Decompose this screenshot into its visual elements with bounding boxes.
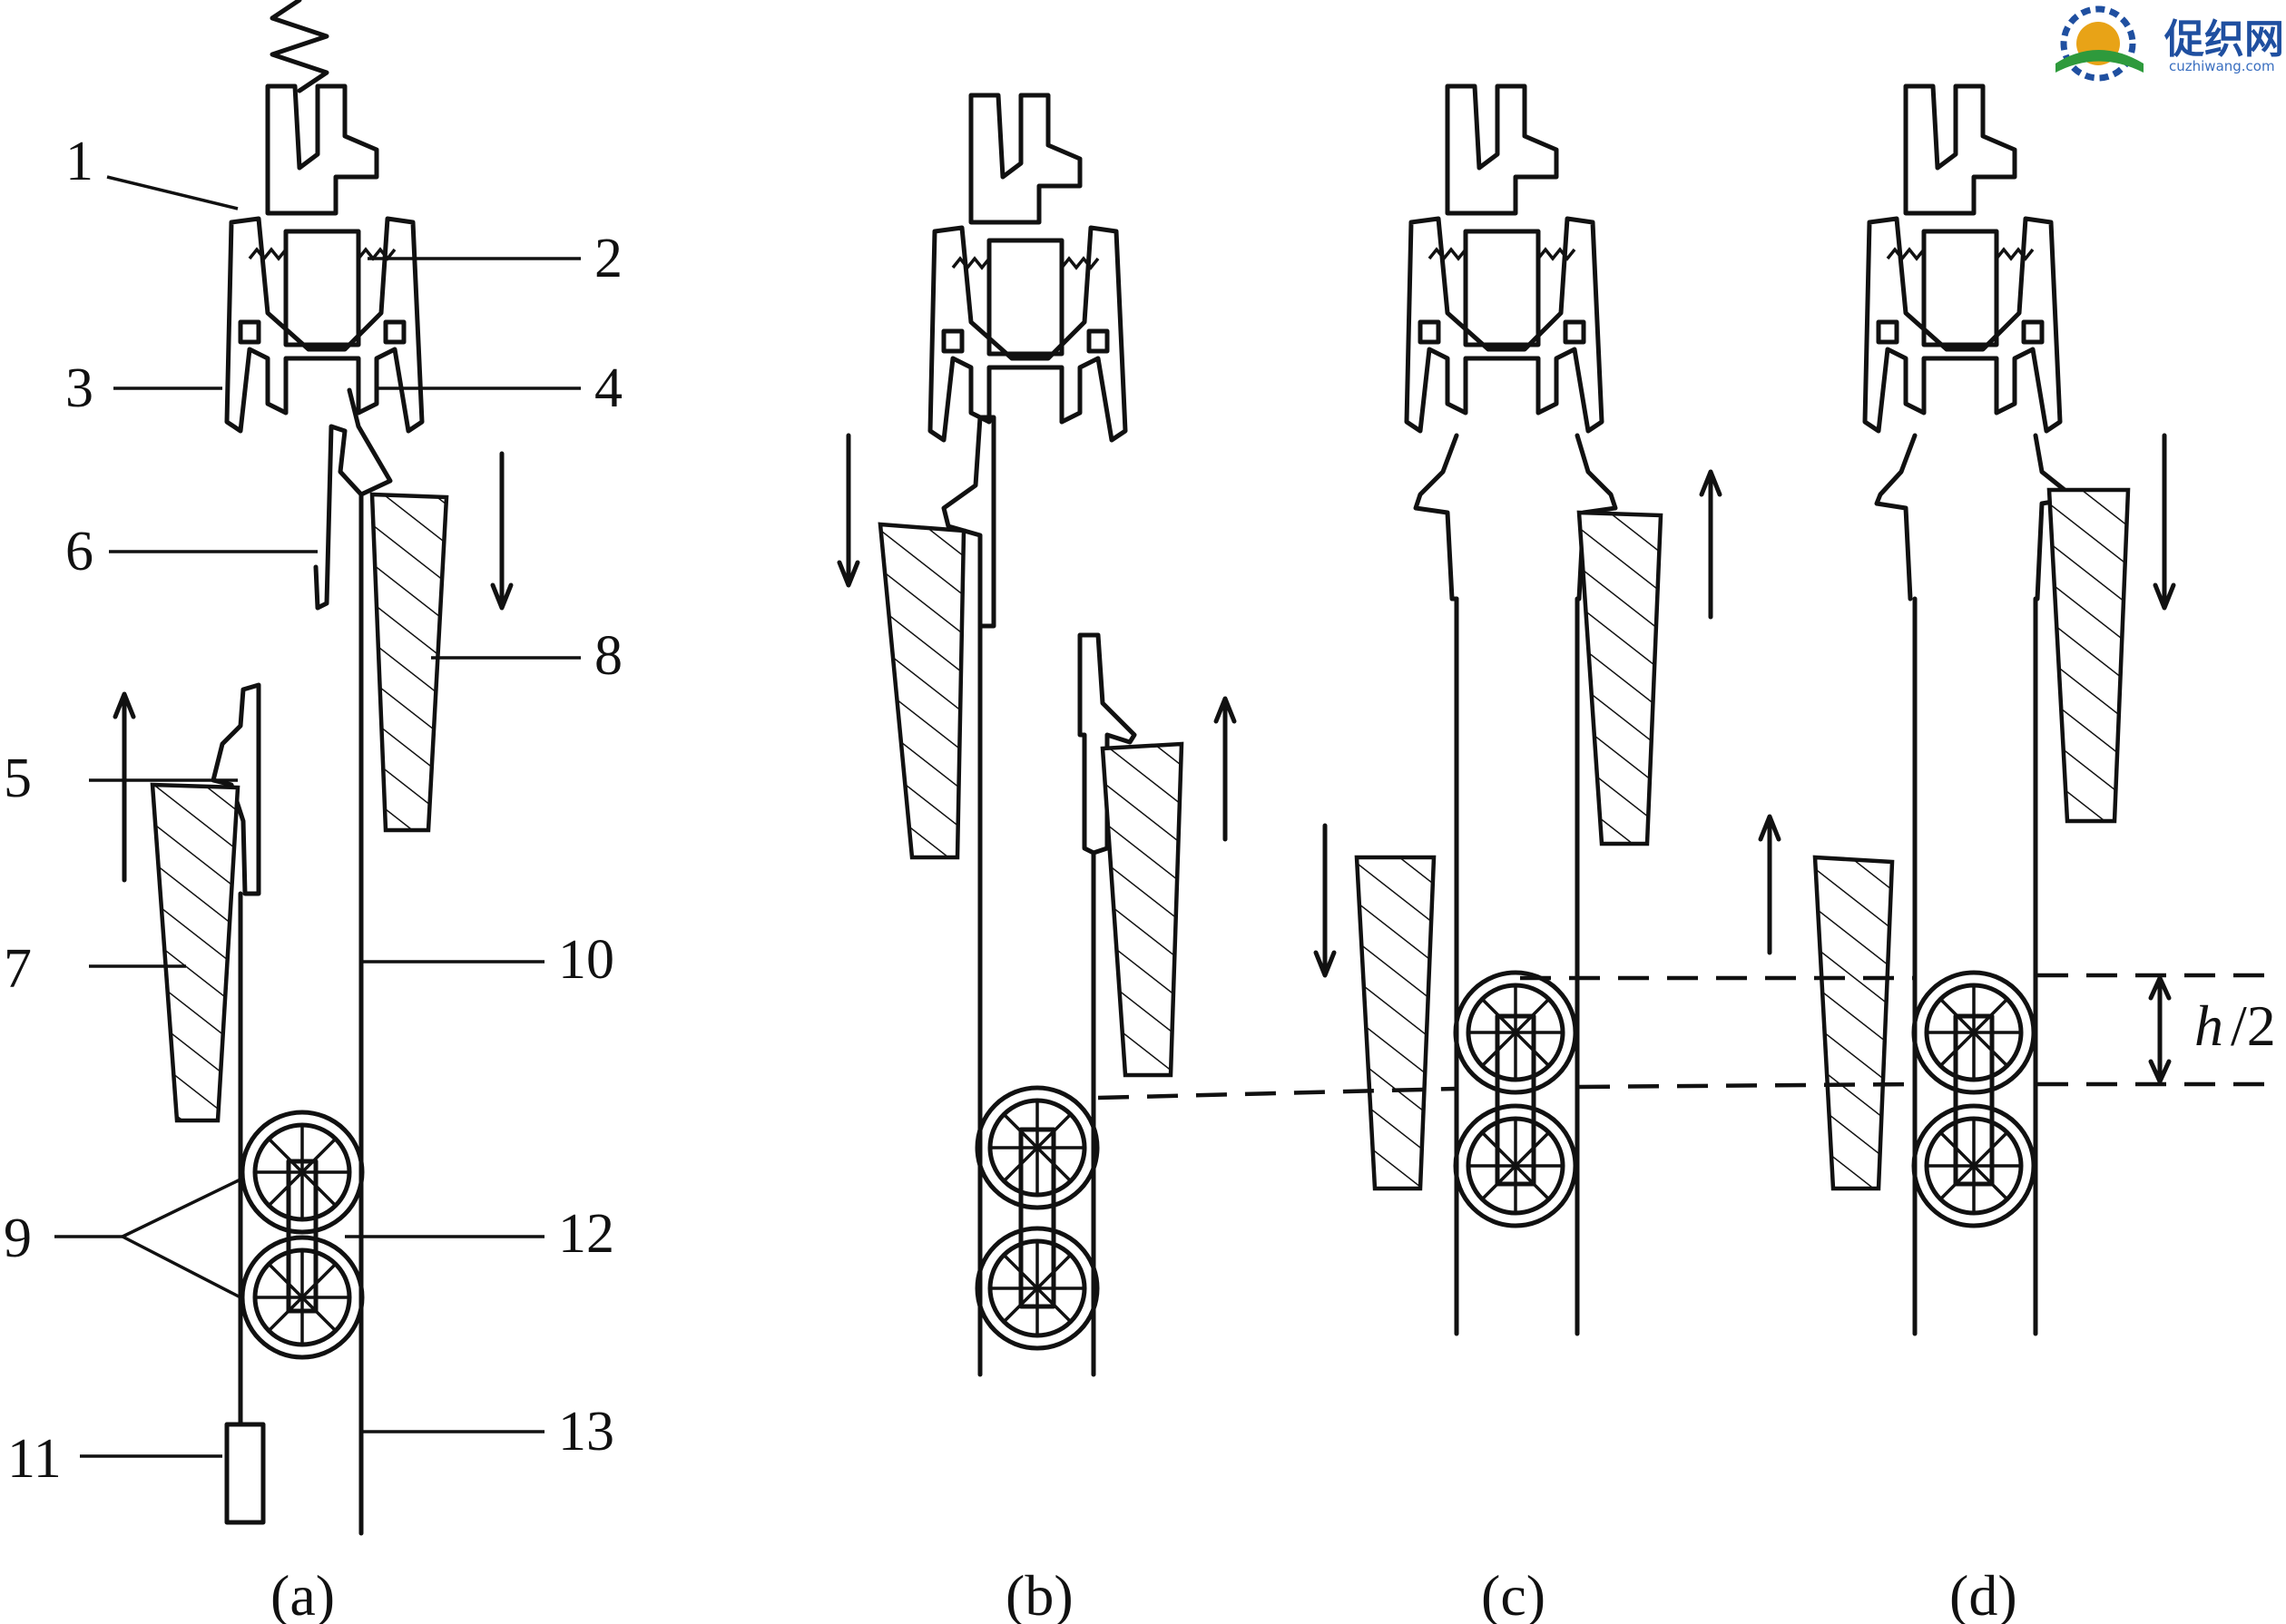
reference-dashes [1097,973,2278,1101]
pulley-upper-a [242,1112,362,1232]
pulley-lower-c [1456,1106,1575,1226]
label-5: 5 [4,748,32,809]
knife-d-left [1812,855,1895,1191]
arrow-down-b [837,433,860,588]
caption-d: (d) [1949,1563,2017,1624]
label-1: 1 [65,131,93,192]
label-12: 12 [558,1203,614,1265]
arrow-up-c2 [1758,814,1781,955]
label-9: 9 [4,1208,32,1269]
knife-7 [150,782,240,1123]
hook-6 [313,387,393,611]
hook-c-left [1413,433,1459,602]
hook-head-c [1407,86,1602,431]
label-11: 11 [7,1428,62,1490]
panel-d: (d) [1812,86,2176,1624]
weight-11 [224,1422,266,1525]
label-7: 7 [4,938,32,1000]
knife-c-left [1354,855,1437,1191]
hook-d-left [1874,433,1918,602]
hook-b-upper [941,415,996,629]
watermark-site: cuzhiwang.com [2169,58,2275,74]
arrow-down-d [2153,433,2176,611]
dimension-h-half: h /2 [2148,975,2276,1084]
caption-c: (c) [1481,1563,1545,1624]
arrow-up-a [113,691,136,883]
arrow-up-b [1213,696,1237,842]
panel-a: 1 2 3 4 5 6 7 8 9 10 11 12 13 (a) [4,0,623,1624]
knife-b-right [1100,741,1184,1078]
label-6: 6 [65,521,93,582]
label-3: 3 [65,357,93,419]
pulley-upper-d [1914,973,2034,1092]
leader-lines-a [54,175,581,1458]
top-spring [270,0,329,93]
pulley-upper-c [1456,973,1575,1092]
knife-c-right [1576,510,1663,846]
caption-b: (b) [1006,1563,1074,1624]
link-b [1018,1127,1056,1309]
watermark-logo: 促织网 cuzhiwang.com [2055,5,2284,82]
arrow-down-c [1313,823,1337,978]
label-13: 13 [558,1401,614,1463]
label-10: 10 [558,929,614,991]
pulley-upper-b [977,1088,1097,1208]
link-12 [286,1159,319,1314]
arrow-down-a [490,451,514,611]
knife-8 [369,492,449,833]
watermark-name: 促织网 [2163,16,2284,63]
pulley-lower-d [1914,1106,2034,1226]
panel-c: (c) [1313,86,1781,1624]
hook-head-b [930,95,1125,440]
label-4: 4 [594,357,623,419]
dimension-half: /2 [2231,993,2276,1058]
knife-d-right [2046,487,2131,824]
panel-b: (b) [837,95,1237,1624]
pulley-lower-b [977,1228,1097,1348]
link-d [1953,1013,1995,1187]
arrow-up-c1 [1699,469,1722,620]
hook-head-d [1865,86,2060,431]
knife-b-left [878,522,966,860]
caption-a: (a) [270,1563,335,1624]
gear-icon [2055,5,2144,82]
link-c [1495,1013,1536,1187]
label-8: 8 [594,625,623,687]
pulley-lower-a [242,1238,362,1357]
label-2: 2 [594,228,623,289]
dimension-h: h [2194,993,2223,1058]
